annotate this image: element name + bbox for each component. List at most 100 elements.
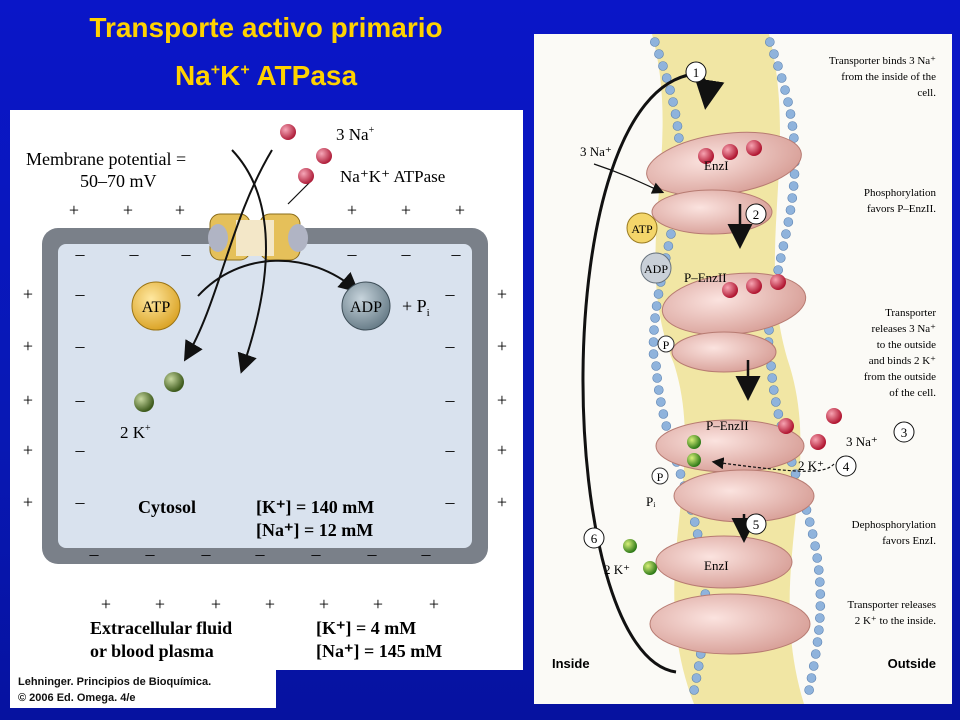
- step3-text: Transporter: [885, 307, 936, 319]
- adp-label: ADP: [644, 262, 668, 276]
- atp-label: ATP: [631, 222, 653, 236]
- na-ion: [722, 282, 738, 298]
- negative-charge: –: [75, 336, 86, 356]
- lipid-head: [812, 637, 823, 647]
- step-number-5: 5: [753, 517, 760, 532]
- negative-charge: –: [401, 244, 412, 264]
- enzyme-states: [646, 131, 815, 655]
- lipid-head: [654, 49, 664, 59]
- atp-label: ATP: [142, 299, 171, 316]
- lipid-head: [815, 577, 825, 587]
- k-ion: [643, 561, 657, 575]
- positive-charge: +: [373, 594, 383, 614]
- step-descriptions: Transporter binds 3 Na⁺ from the inside …: [829, 55, 937, 627]
- lipid-head: [766, 361, 776, 371]
- step-number-4: 4: [843, 459, 850, 474]
- step2-text-b: favors P–EnzII.: [867, 203, 936, 215]
- lipid-head: [789, 169, 800, 179]
- lipid-head: [773, 265, 783, 275]
- extracellular-label-2: or blood plasma: [90, 641, 214, 661]
- step3-text-d: and binds 2 K⁺: [869, 355, 936, 367]
- adp-label: ADP: [350, 299, 382, 316]
- lipid-head: [689, 685, 699, 695]
- negative-charge: –: [255, 544, 266, 564]
- lipid-head: [815, 613, 825, 623]
- lipid-head: [765, 37, 775, 47]
- step3-text-c: to the outside: [877, 339, 936, 351]
- enzyme-2-lower: [671, 331, 777, 373]
- na-ion: [810, 434, 826, 450]
- step-number-1: 1: [693, 65, 700, 80]
- extracellular-k-conc: [K⁺] = 4 mM: [316, 618, 416, 638]
- extracellular-na-conc: [Na⁺] = 145 mM: [316, 641, 442, 661]
- na-ion: [316, 148, 332, 164]
- slide-title: Transporte activo primario: [89, 12, 443, 43]
- k-outside-label: 2 K⁺: [798, 458, 824, 473]
- negative-charge: –: [445, 284, 456, 304]
- lipid-head: [661, 421, 672, 431]
- enz1-label: EnzI: [704, 158, 729, 173]
- lipid-head: [650, 37, 660, 47]
- negative-charge: –: [181, 244, 192, 264]
- lipid-head: [775, 253, 786, 263]
- lipid-head: [783, 97, 793, 107]
- step1-text-c: cell.: [917, 87, 936, 99]
- positive-charge: +: [23, 492, 33, 512]
- penz2-label-2: P–EnzII: [706, 418, 749, 433]
- step2-text: Phosphorylation: [864, 187, 937, 199]
- lipid-head: [781, 229, 791, 239]
- phosphate-label: P: [663, 338, 670, 352]
- lipid-head: [812, 553, 823, 563]
- pi-label: + Pi: [402, 296, 430, 319]
- enz1-label-2: EnzI: [704, 558, 729, 573]
- image-credit: Lehninger. Principios de Bioquímica. © 2…: [10, 670, 276, 708]
- na-ion: [826, 408, 842, 424]
- lipid-head: [783, 217, 794, 227]
- lipid-head: [806, 673, 817, 683]
- k-ion: [623, 539, 637, 553]
- lipid-head: [670, 109, 681, 119]
- lipid-head: [665, 85, 675, 95]
- negative-charge: –: [75, 492, 86, 512]
- lipid-head: [808, 661, 819, 671]
- lipid-head: [672, 121, 683, 131]
- lipid-head: [780, 85, 790, 95]
- lipid-head: [773, 61, 783, 71]
- cytosol-label: Cytosol: [138, 497, 196, 517]
- step3-text-f: of the cell.: [889, 387, 936, 399]
- k-ion: [134, 392, 154, 412]
- lipid-head: [785, 205, 796, 215]
- lipid-head: [653, 289, 664, 299]
- lipid-head: [675, 469, 686, 479]
- negative-charge: –: [145, 544, 156, 564]
- lipid-head: [768, 385, 779, 395]
- lipid-head: [807, 529, 818, 539]
- negative-charge: –: [75, 440, 86, 460]
- negative-charge: –: [89, 544, 100, 564]
- step1-text-b: from the inside of the: [841, 71, 936, 83]
- positive-charge: +: [211, 594, 221, 614]
- negative-charge: –: [445, 440, 456, 460]
- lipid-head: [668, 97, 678, 107]
- lipid-head: [648, 349, 659, 359]
- positive-charge: +: [497, 492, 507, 512]
- lipid-head: [652, 373, 662, 383]
- atp-molecule: [626, 212, 658, 244]
- lipid-head: [810, 649, 821, 659]
- lipid-head: [658, 61, 668, 71]
- positive-charge: +: [401, 200, 411, 220]
- membrane-potential-value: 50–70 mV: [80, 171, 157, 191]
- negative-charge: –: [445, 336, 456, 356]
- lipid-head: [666, 229, 676, 239]
- lipid-head: [656, 397, 666, 407]
- na-in-arrow: [593, 163, 665, 194]
- lipid-head: [787, 121, 798, 131]
- lipid-head: [804, 517, 815, 527]
- slide-subtitle: Na+K+ ATPasa: [0, 60, 532, 92]
- extracellular-label-1: Extracellular fluid: [90, 618, 232, 638]
- lipid-head: [788, 181, 799, 191]
- positive-charge: +: [497, 440, 507, 460]
- negative-charge: –: [201, 544, 212, 564]
- na-ion: [770, 274, 786, 290]
- lipid-head: [776, 73, 787, 83]
